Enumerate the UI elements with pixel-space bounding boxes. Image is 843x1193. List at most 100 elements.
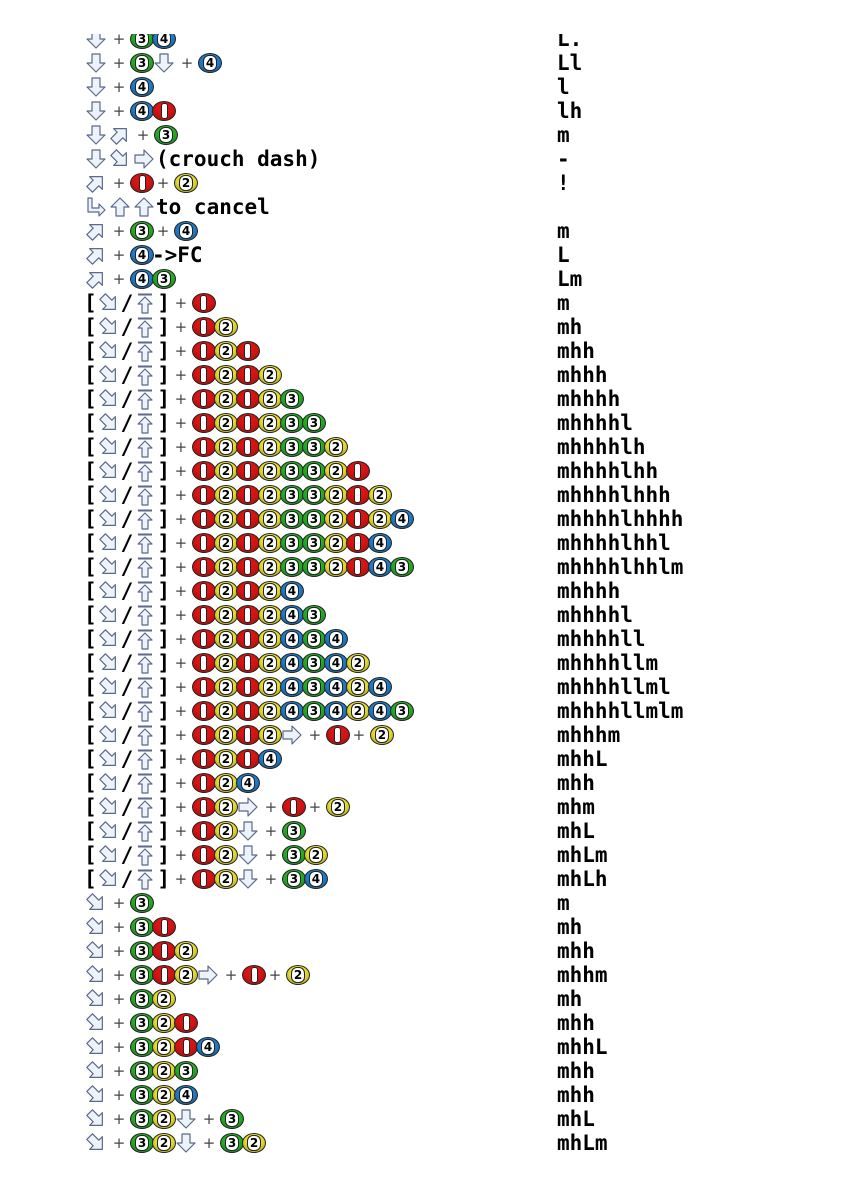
open-bracket: [: [84, 867, 97, 891]
button-4-icon: 4: [279, 653, 304, 673]
super-jump-arrow-icon: [133, 364, 157, 386]
button-1-icon: 1: [235, 581, 260, 601]
button-number: 1: [244, 511, 252, 527]
button-1-icon: 1: [235, 365, 260, 385]
button-4-icon: 4: [130, 101, 154, 121]
super-jump-arrow-icon: [133, 724, 157, 746]
button-2-icon: 2: [213, 413, 238, 433]
up-right-arrow-icon: [84, 268, 108, 290]
button-1-icon: 1: [191, 485, 216, 505]
plus-icon: +: [352, 726, 366, 744]
bracket-group: [/]: [84, 387, 170, 411]
super-jump-arrow-icon: [133, 292, 157, 314]
button-number: 1: [244, 631, 252, 647]
button-number: 4: [134, 271, 150, 287]
close-bracket: ]: [157, 651, 170, 675]
button-1-icon: 1: [191, 821, 216, 841]
open-bracket: [: [84, 435, 97, 459]
button-number: 2: [218, 487, 234, 503]
button-2-icon: 2: [213, 773, 238, 793]
down-right-arrow-icon: [97, 508, 121, 530]
close-bracket: ]: [157, 507, 170, 531]
button-number: 4: [262, 751, 278, 767]
button-number: 2: [262, 607, 278, 623]
plus-icon: +: [174, 414, 188, 432]
button-1-icon: 1: [191, 461, 216, 481]
button-number: 2: [156, 1063, 172, 1079]
bracket-group: [/]: [84, 315, 170, 339]
hit-level: mhhhhlh: [557, 435, 646, 459]
button-number: 1: [200, 367, 208, 383]
button-number: 2: [262, 391, 278, 407]
bracket-group: [/]: [84, 627, 170, 651]
button-number: 2: [218, 511, 234, 527]
button-number: 3: [306, 631, 322, 647]
button-number: 2: [156, 1135, 172, 1151]
plus-icon: +: [112, 918, 126, 936]
button-number: 4: [284, 607, 300, 623]
plus-icon: +: [112, 174, 126, 192]
open-bracket: [: [84, 363, 97, 387]
down-right-arrow-icon: [97, 628, 121, 650]
bracket-group: [/]: [84, 291, 170, 315]
button-number: 3: [134, 34, 150, 47]
slash: /: [120, 315, 134, 339]
button-3-icon: 3: [281, 845, 306, 865]
down-right-arrow-icon: [97, 484, 121, 506]
button-number: 1: [244, 751, 252, 767]
button-number: 3: [284, 511, 300, 527]
input-sequence: +3: [84, 123, 178, 147]
button-number: 1: [200, 583, 208, 599]
button-number: 4: [372, 703, 388, 719]
button-number: 3: [178, 1063, 194, 1079]
close-bracket: ]: [157, 339, 170, 363]
button-number: 3: [284, 439, 300, 455]
bracket-group: [/]: [84, 507, 170, 531]
button-1-icon: 1: [281, 797, 306, 817]
button-3-icon: 3: [279, 509, 304, 529]
plus-icon: +: [112, 942, 126, 960]
button-number: 3: [134, 991, 150, 1007]
plus-icon: +: [112, 1014, 126, 1032]
super-jump-arrow-icon: [133, 412, 157, 434]
plus-icon: +: [224, 966, 238, 984]
button-number: 1: [200, 511, 208, 527]
right-arrow-icon: [196, 964, 220, 986]
slash: /: [120, 771, 134, 795]
right-arrow-icon: [236, 796, 260, 818]
super-jump-arrow-icon: [133, 316, 157, 338]
input-sequence: +3: [84, 891, 154, 915]
down-right-arrow-icon: [108, 148, 132, 170]
button-number: 3: [306, 415, 322, 431]
button-3-icon: 3: [301, 557, 326, 577]
down-right-arrow-icon: [84, 1012, 108, 1034]
down-right-arrow-icon: [97, 460, 121, 482]
hit-level: mh: [557, 915, 583, 939]
down-right-arrow-icon: [97, 748, 121, 770]
button-number: 2: [262, 727, 278, 743]
slash: /: [120, 459, 134, 483]
button-number: 2: [156, 1015, 172, 1031]
button-1-icon: 1: [235, 389, 260, 409]
move-row: to cancel: [0, 195, 843, 219]
button-number: 2: [218, 439, 234, 455]
button-1-icon: 1: [191, 677, 216, 697]
button-number: 2: [218, 823, 234, 839]
super-jump-arrow-icon: [133, 340, 157, 362]
button-number: 4: [156, 34, 172, 47]
close-bracket: ]: [157, 291, 170, 315]
button-number: 2: [178, 175, 194, 191]
button-4-icon: 4: [367, 533, 392, 553]
button-3-icon: 3: [301, 533, 326, 553]
